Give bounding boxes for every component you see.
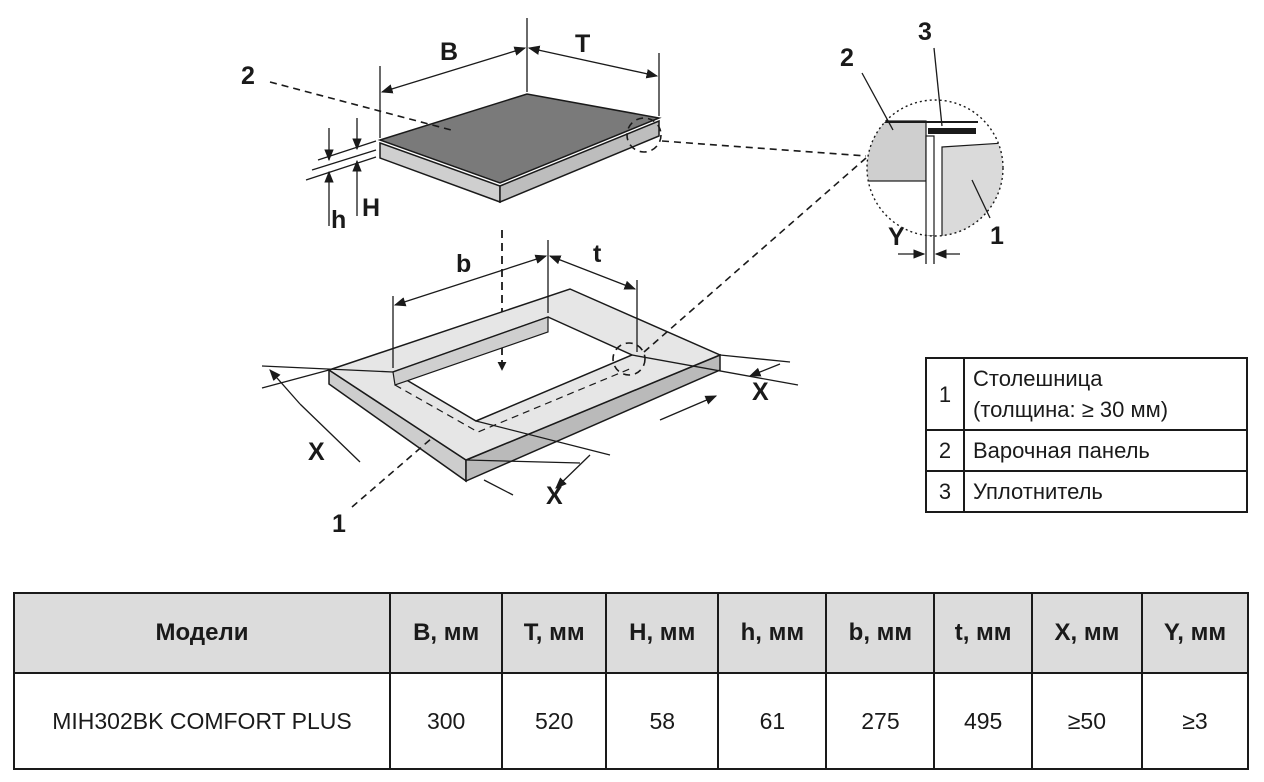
- legend-text: Уплотнитель: [963, 470, 1248, 513]
- legend-text-line: Столешница: [973, 366, 1103, 391]
- column-header: X, мм: [1030, 592, 1144, 674]
- dimensions-table: Модели B, мм T, мм H, мм h, мм b, мм t, …: [13, 592, 1249, 770]
- dim-label-B: B: [440, 38, 458, 66]
- dim-label-X-left: X: [308, 438, 325, 466]
- table-cell: 61: [717, 672, 828, 770]
- dim-label-T: T: [575, 30, 590, 58]
- legend-number: 3: [925, 470, 965, 513]
- table-cell: 58: [605, 672, 720, 770]
- column-header: t, мм: [933, 592, 1033, 674]
- legend-number: 1: [925, 357, 965, 431]
- hob-edge-highlight: [626, 117, 662, 153]
- table-row: MIH302BK COMFORT PLUS 300 520 58 61 275 …: [13, 672, 1249, 770]
- legend-table: 1 Столешница (толщина: ≥ 30 мм) 2 Варочн…: [925, 357, 1248, 513]
- countertop-top: [327, 288, 722, 461]
- cutout-edge-highlight: [612, 342, 646, 376]
- dim-label-Y: Y: [888, 223, 905, 251]
- table-cell: 495: [933, 672, 1033, 770]
- hob-dimension-lines: [305, 18, 660, 226]
- dim-label-b: b: [456, 250, 471, 278]
- table-cell: 300: [388, 672, 504, 770]
- countertop-drawing: [327, 288, 722, 483]
- dim-label-X-right: X: [752, 378, 769, 406]
- table-cell: ≥3: [1141, 672, 1249, 770]
- dim-label-X-bottom: X: [546, 482, 563, 510]
- detail-label-3: 3: [918, 18, 932, 46]
- detail-circle: [866, 99, 1004, 237]
- legend-row: 1 Столешница (толщина: ≥ 30 мм): [925, 357, 1248, 431]
- column-header: T, мм: [501, 592, 608, 674]
- legend-row: 3 Уплотнитель: [925, 470, 1248, 513]
- table-header-row: Модели B, мм T, мм H, мм h, мм b, мм t, …: [13, 592, 1249, 674]
- column-header: h, мм: [717, 592, 828, 674]
- table-cell: 520: [501, 672, 608, 770]
- table-cell-model: MIH302BK COMFORT PLUS: [13, 672, 391, 770]
- column-header: b, мм: [825, 592, 936, 674]
- dim-label-h: h: [331, 206, 346, 234]
- hob-drawing: [377, 93, 662, 204]
- table-cell: 275: [825, 672, 936, 770]
- column-header: B, мм: [388, 592, 504, 674]
- column-header: Y, мм: [1141, 592, 1249, 674]
- detail-label-1: 1: [990, 222, 1004, 250]
- cutout-dimension-lines: [261, 240, 799, 496]
- detail-hob-body: [925, 135, 935, 236]
- callout-hob: 2: [241, 62, 255, 90]
- cutout-inner-wall: [392, 316, 549, 386]
- legend-row: 2 Варочная панель: [925, 429, 1248, 472]
- hob-glass-top: [377, 93, 662, 184]
- hob-side-right: [499, 119, 660, 204]
- detail-hob-plate: [867, 120, 927, 182]
- legend-text-line: (толщина: ≥ 30 мм): [973, 397, 1169, 422]
- detail-label-2: 2: [840, 44, 854, 72]
- column-header: H, мм: [605, 592, 720, 674]
- dim-label-H: H: [362, 194, 380, 222]
- legend-text: Столешница (толщина: ≥ 30 мм): [963, 357, 1248, 431]
- column-header: Модели: [13, 592, 391, 674]
- legend-number: 2: [925, 429, 965, 472]
- dim-label-t: t: [593, 240, 602, 268]
- legend-text: Варочная панель: [963, 429, 1248, 472]
- detail-view: [861, 47, 1004, 264]
- table-cell: ≥50: [1030, 672, 1144, 770]
- detail-seal: [928, 128, 976, 134]
- callout-countertop: 1: [332, 510, 346, 538]
- installation-diagram: B T h H 2 b t X: [241, 18, 1004, 538]
